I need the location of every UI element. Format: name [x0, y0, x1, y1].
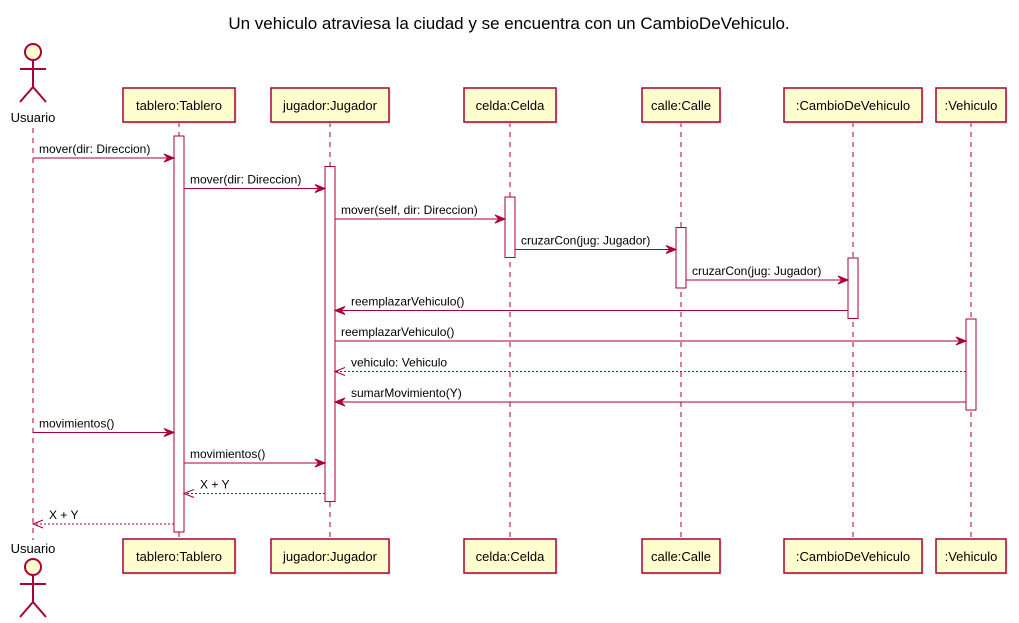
activation-calle: [675, 227, 687, 289]
arrowhead-filled: [837, 275, 850, 285]
arrowhead-open: [182, 489, 195, 498]
participant-label: :Vehiculo: [945, 98, 998, 113]
message-label: cruzarCon(jug: Jugador): [521, 234, 650, 248]
message-label: movimientos(): [190, 447, 265, 461]
participant-label: tablero:Tablero: [136, 549, 222, 564]
message-7: reemplazarVehiculo(): [335, 325, 968, 346]
actor-body-icon: [19, 575, 47, 618]
arrowhead-filled: [955, 336, 968, 346]
arrowhead-filled: [314, 184, 327, 193]
actor-body-icon: [19, 60, 47, 103]
message-4: cruzarCon(jug: Jugador): [515, 234, 678, 254]
participant-vehiculo-top: :Vehiculo: [935, 87, 1008, 124]
participant-calle-top: calle:Calle: [641, 87, 722, 124]
participant-label: tablero:Tablero: [136, 98, 222, 113]
arrowhead-open: [31, 519, 44, 529]
message-8: vehiculo: Vehiculo: [333, 356, 966, 376]
message-3: mover(self, dir: Direccion): [335, 203, 507, 224]
message-label: X + Y: [200, 478, 229, 492]
participant-label: jugador:Jugador: [282, 549, 378, 564]
message-1: mover(dir: Direccion): [33, 142, 176, 163]
actor-top: Usuario: [11, 43, 56, 125]
participant-box: [463, 87, 557, 123]
participant-celda-top: celda:Celda: [463, 87, 558, 124]
message-9: sumarMovimiento(Y): [333, 386, 966, 407]
participant-box: [935, 87, 1007, 123]
message-label: mover(self, dir: Direccion): [341, 203, 478, 217]
message-label: sumarMovimiento(Y): [351, 386, 462, 400]
message-label: reemplazarVehiculo(): [351, 295, 464, 309]
actor-label: Usuario: [11, 110, 56, 125]
participant-box: [783, 538, 923, 574]
message-label: vehiculo: Vehiculo: [351, 356, 447, 370]
actor-bottom: Usuario: [11, 541, 56, 618]
participant-jugador-top: jugador:Jugador: [270, 87, 391, 124]
participant-label: :Vehiculo: [945, 549, 998, 564]
arrowhead-filled: [163, 153, 176, 163]
participant-label: celda:Celda: [476, 98, 545, 113]
diagram-title: Un vehiculo atraviesa la ciudad y se enc…: [228, 14, 789, 33]
participant-vehiculo-bottom: :Vehiculo: [935, 538, 1008, 575]
message-label: movimientos(): [39, 417, 114, 431]
participant-box: [783, 87, 923, 123]
participant-box: [270, 538, 390, 574]
participant-label: calle:Calle: [651, 98, 711, 113]
message-12: X + Y: [182, 478, 325, 498]
participant-label: calle:Calle: [651, 549, 711, 564]
participant-box: [935, 538, 1007, 574]
message-label: cruzarCon(jug: Jugador): [692, 264, 821, 278]
message-2: mover(dir: Direccion): [184, 173, 327, 193]
actor-head-icon: [24, 43, 42, 61]
arrowhead-filled: [163, 428, 176, 437]
participant-label: :CambioDeVehiculo: [796, 98, 910, 113]
participant-label: :CambioDeVehiculo: [796, 549, 910, 564]
participant-label: jugador:Jugador: [282, 98, 378, 113]
arrowhead-open: [333, 367, 346, 376]
message-11: movimientos(): [184, 447, 327, 468]
message-5: cruzarCon(jug: Jugador): [686, 264, 850, 285]
arrowhead-filled: [314, 458, 327, 468]
arrowhead-filled: [494, 214, 507, 224]
participant-box: [641, 87, 721, 123]
activation-celda: [504, 196, 516, 258]
participant-tablero-bottom: tablero:Tablero: [122, 538, 237, 575]
participant-cambio-bottom: :CambioDeVehiculo: [783, 538, 924, 575]
activation-cambio: [847, 257, 859, 319]
participant-box: [270, 87, 390, 123]
actor-label: Usuario: [11, 541, 56, 556]
participant-box: [122, 538, 236, 574]
activation-vehiculo: [965, 318, 977, 411]
arrowhead-filled: [333, 306, 346, 315]
participant-jugador-bottom: jugador:Jugador: [270, 538, 391, 575]
message-6: reemplazarVehiculo(): [333, 295, 848, 315]
participant-box: [463, 538, 557, 574]
participant-box: [122, 87, 236, 123]
participant-celda-bottom: celda:Celda: [463, 538, 558, 575]
participant-box: [641, 538, 721, 574]
actor-head-icon: [24, 558, 42, 576]
message-label: mover(dir: Direccion): [39, 142, 150, 156]
activation-jugador: [324, 166, 336, 502]
message-10: movimientos(): [33, 417, 176, 437]
message-label: X + Y: [49, 508, 78, 522]
arrowhead-filled: [665, 245, 678, 254]
participant-label: celda:Celda: [476, 549, 545, 564]
message-13: X + Y: [31, 508, 174, 529]
participant-tablero-top: tablero:Tablero: [122, 87, 237, 124]
arrowhead-filled: [333, 397, 346, 407]
participant-cambio-top: :CambioDeVehiculo: [783, 87, 924, 124]
message-label: mover(dir: Direccion): [190, 173, 301, 187]
message-label: reemplazarVehiculo(): [341, 325, 454, 339]
participant-calle-bottom: calle:Calle: [641, 538, 722, 575]
activation-tablero: [173, 135, 185, 533]
